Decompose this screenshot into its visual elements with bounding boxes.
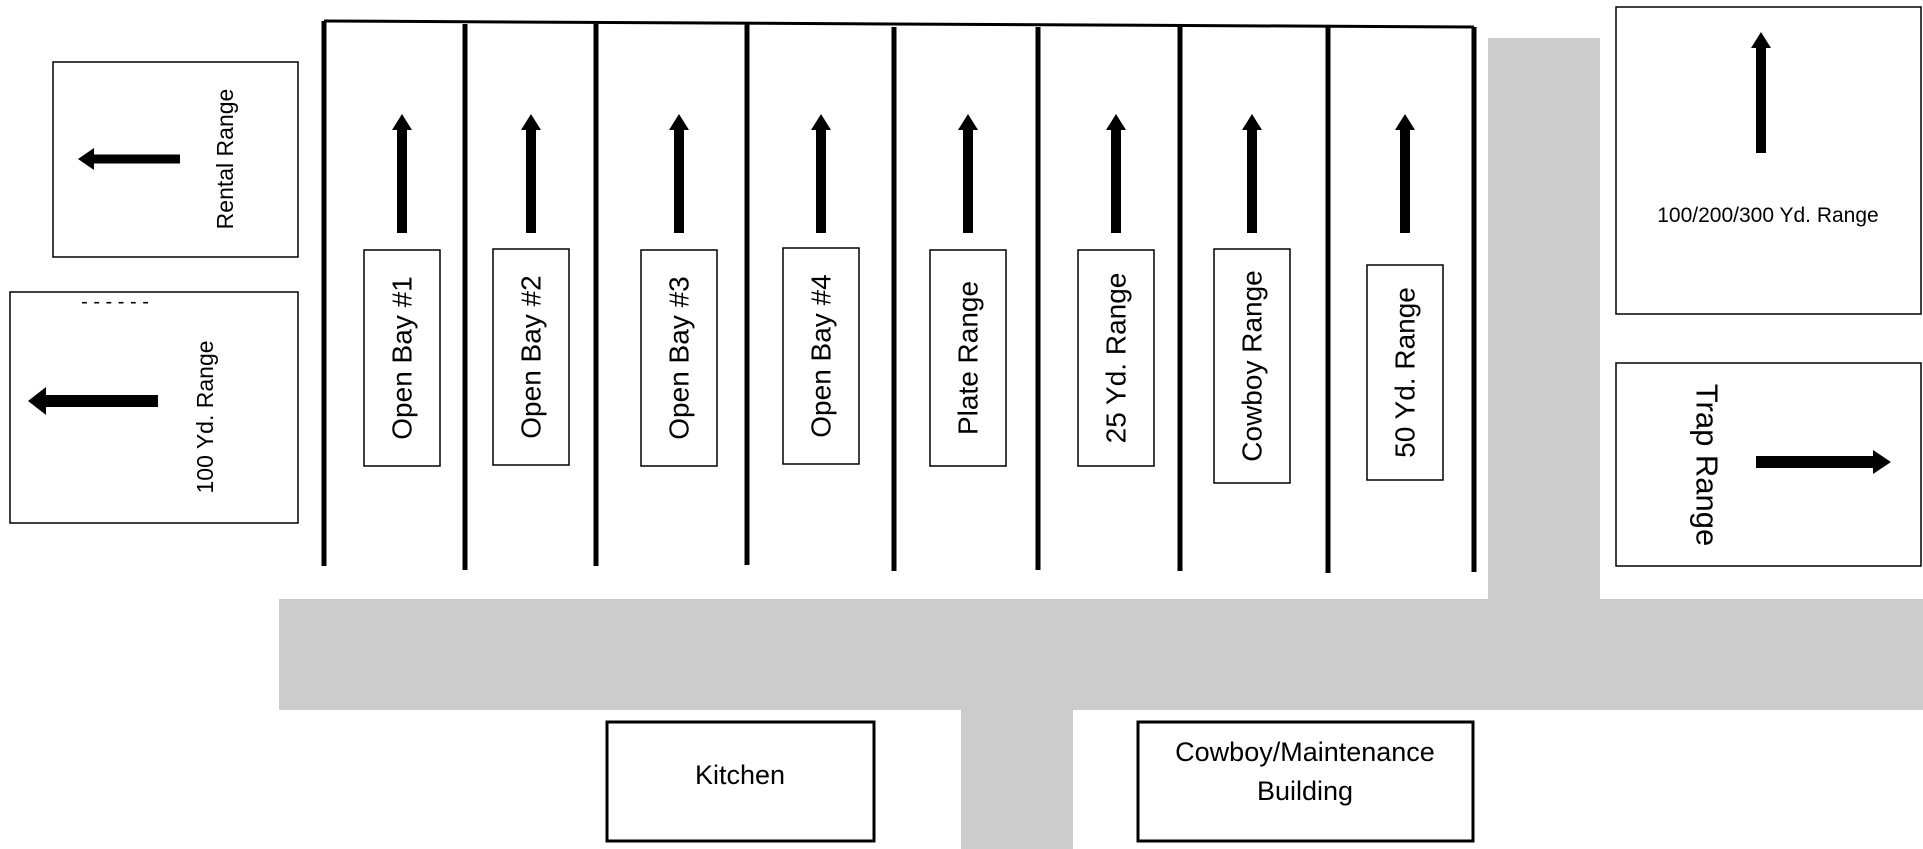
arrow-up-icon <box>1242 114 1262 233</box>
arrow-up-icon <box>1106 114 1126 233</box>
bay-3: Open Bay #3 <box>640 114 718 467</box>
side-road <box>1488 38 1600 603</box>
bay-label-box <box>929 249 1007 467</box>
arrow-up-icon <box>521 114 541 233</box>
bay-label: Plate Range <box>953 281 984 435</box>
hundred-yard-range-box <box>9 291 299 524</box>
bay-8: 50 Yd. Range <box>1366 114 1444 481</box>
long-range-label: 100/200/300 Yd. Range <box>1657 204 1878 227</box>
cowboy-maintenance-building: Cowboy/Maintenance Building <box>1136 720 1475 843</box>
arrow-left-icon <box>28 387 158 415</box>
bay-label-box <box>492 248 570 466</box>
trap-range-label: Trap Range <box>1690 384 1725 547</box>
bay-label-box <box>1213 248 1291 484</box>
shooting-bays: Open Bay #1 Open Bay #2 Open Bay #3 Open Ba… <box>363 114 1444 484</box>
arrow-right-icon <box>1756 450 1891 474</box>
roads <box>279 38 1923 849</box>
arrow-left-icon <box>78 148 180 170</box>
bay-label-box <box>363 249 441 467</box>
cowboy-maintenance-label-line1: Cowboy/Maintenance <box>1175 737 1435 767</box>
bay-4: Open Bay #4 <box>782 114 860 465</box>
bay-label: Cowboy Range <box>1237 270 1268 461</box>
hundred-yard-range-label: 100 Yd. Range <box>192 340 218 493</box>
kitchen-label: Kitchen <box>695 760 785 790</box>
bay-7: Cowboy Range <box>1213 114 1291 484</box>
bay-1: Open Bay #1 <box>363 114 441 467</box>
kitchen-box <box>605 720 876 843</box>
cowboy-maintenance-label-line2: Building <box>1257 776 1353 806</box>
bay-label-box <box>1077 249 1155 467</box>
rental-range: Rental Range <box>52 61 299 258</box>
bay-label-box <box>782 247 860 465</box>
main-road <box>279 599 1923 710</box>
bay-label: Open Bay #1 <box>387 276 418 439</box>
trap-range: Trap Range <box>1615 362 1922 567</box>
bay-2: Open Bay #2 <box>492 114 570 466</box>
bay-5: Plate Range <box>929 114 1007 467</box>
kitchen-building: Kitchen <box>605 720 876 843</box>
bay-label: 50 Yd. Range <box>1390 287 1421 458</box>
entrance-road <box>961 708 1073 849</box>
long-range-box <box>1615 6 1922 315</box>
hundred-yard-range: - - - - - - 100 Yd. Range <box>9 291 299 524</box>
firing-line-dashes: - - - - - - <box>81 291 149 313</box>
arrow-up-icon <box>1395 114 1415 233</box>
arrow-up-icon <box>958 114 978 233</box>
cowboy-maintenance-box <box>1136 720 1475 843</box>
bays-top-boundary <box>323 19 1475 29</box>
arrow-up-icon <box>392 114 412 233</box>
arrow-up-icon <box>669 114 689 233</box>
bay-label: Open Bay #3 <box>664 276 695 439</box>
arrow-up-icon <box>1751 32 1771 153</box>
long-range: 100/200/300 Yd. Range <box>1615 6 1922 315</box>
bay-separators <box>321 21 1477 573</box>
bay-label: Open Bay #4 <box>806 274 837 437</box>
bay-label-box <box>640 249 718 467</box>
bay-label: Open Bay #2 <box>516 275 547 438</box>
bay-6: 25 Yd. Range <box>1077 114 1155 467</box>
bay-label: 25 Yd. Range <box>1101 273 1132 444</box>
trap-range-box <box>1615 362 1922 567</box>
rental-range-box <box>52 61 299 258</box>
bay-label-box <box>1366 264 1444 481</box>
arrow-up-icon <box>811 114 831 233</box>
rental-range-label: Rental Range <box>212 89 238 230</box>
